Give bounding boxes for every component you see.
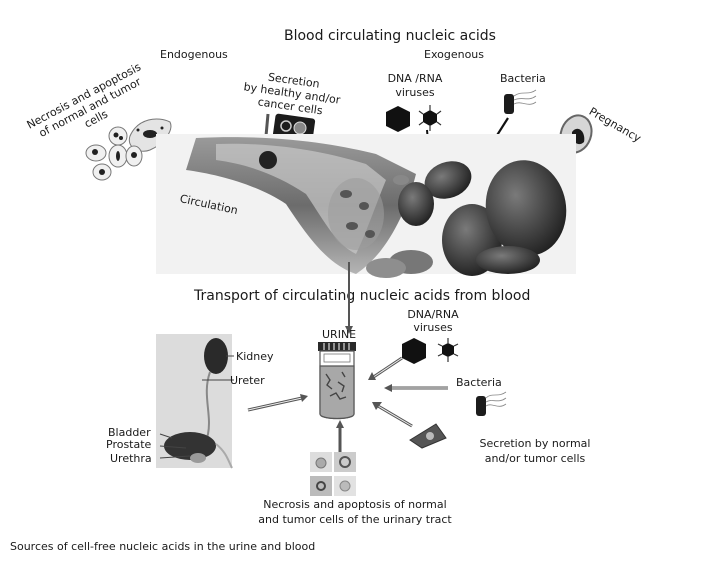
urinary-tract-illustration xyxy=(156,334,233,469)
necrosis-to-urine-arrow xyxy=(336,420,344,454)
top-viruses-label: DNA /RNA viruses xyxy=(380,72,450,100)
top-bacteria-label: Bacteria xyxy=(500,72,546,85)
urethra-label: Urethra xyxy=(110,452,152,465)
exogenous-label: Exogenous xyxy=(424,48,485,61)
transport-section-title: Transport of circulating nucleic acids f… xyxy=(194,288,531,304)
urinary-tract-cells-icon xyxy=(310,452,356,496)
bottom-secretion-line-1: Secretion by normal xyxy=(479,437,591,450)
blood-section-title: Blood circulating nucleic acids xyxy=(284,28,496,44)
blood-vessel-illustration xyxy=(156,134,576,278)
viruses-line-2: viruses xyxy=(395,86,435,99)
dying-cells-illustration xyxy=(85,118,172,181)
secretion-to-urine-arrow xyxy=(372,402,413,428)
bladder-label: Bladder xyxy=(108,426,151,439)
kidney-to-urine-arrow xyxy=(247,394,308,412)
bottom-secretion-line-2: and/or tumor cells xyxy=(484,452,586,465)
endogenous-label: Endogenous xyxy=(160,48,228,61)
pregnancy-label: Pregnancy xyxy=(586,104,644,145)
bacteria-to-urine-arrow xyxy=(384,384,448,392)
prostate-label: Prostate xyxy=(106,438,152,451)
bottom-secretion-label: Secretion by normal and/or tumor cells xyxy=(470,436,600,466)
bottom-bacteria-icon xyxy=(476,391,507,416)
secreting-tumor-cell-icon xyxy=(409,423,447,449)
ureter-label: Ureter xyxy=(230,374,265,387)
urine-container xyxy=(318,342,356,420)
urinary-necrosis-label: Necrosis and apoptosis of normal and tum… xyxy=(220,497,490,527)
figure-caption: Sources of cell-free nucleic acids in th… xyxy=(10,540,316,553)
transport-arrow xyxy=(345,262,353,334)
urinary-necrosis-line-1: Necrosis and apoptosis of normal xyxy=(263,498,447,511)
bottom-viruses-label: DNA/RNA viruses xyxy=(398,308,468,334)
bottom-bacteria-label: Bacteria xyxy=(456,376,502,389)
viruses-line-1: DNA /RNA xyxy=(387,72,443,85)
bottom-viruses-line-1: DNA/RNA xyxy=(407,308,459,321)
kidney-label: Kidney xyxy=(236,350,274,363)
urine-label: URINE xyxy=(322,328,357,341)
bottom-viruses-line-2: viruses xyxy=(413,321,453,334)
urinary-necrosis-line-2: and tumor cells of the urinary tract xyxy=(258,513,452,526)
anatomy-label-lines xyxy=(159,355,234,459)
bottom-virus-icons xyxy=(402,338,459,364)
virus-to-urine-arrow xyxy=(368,356,403,380)
